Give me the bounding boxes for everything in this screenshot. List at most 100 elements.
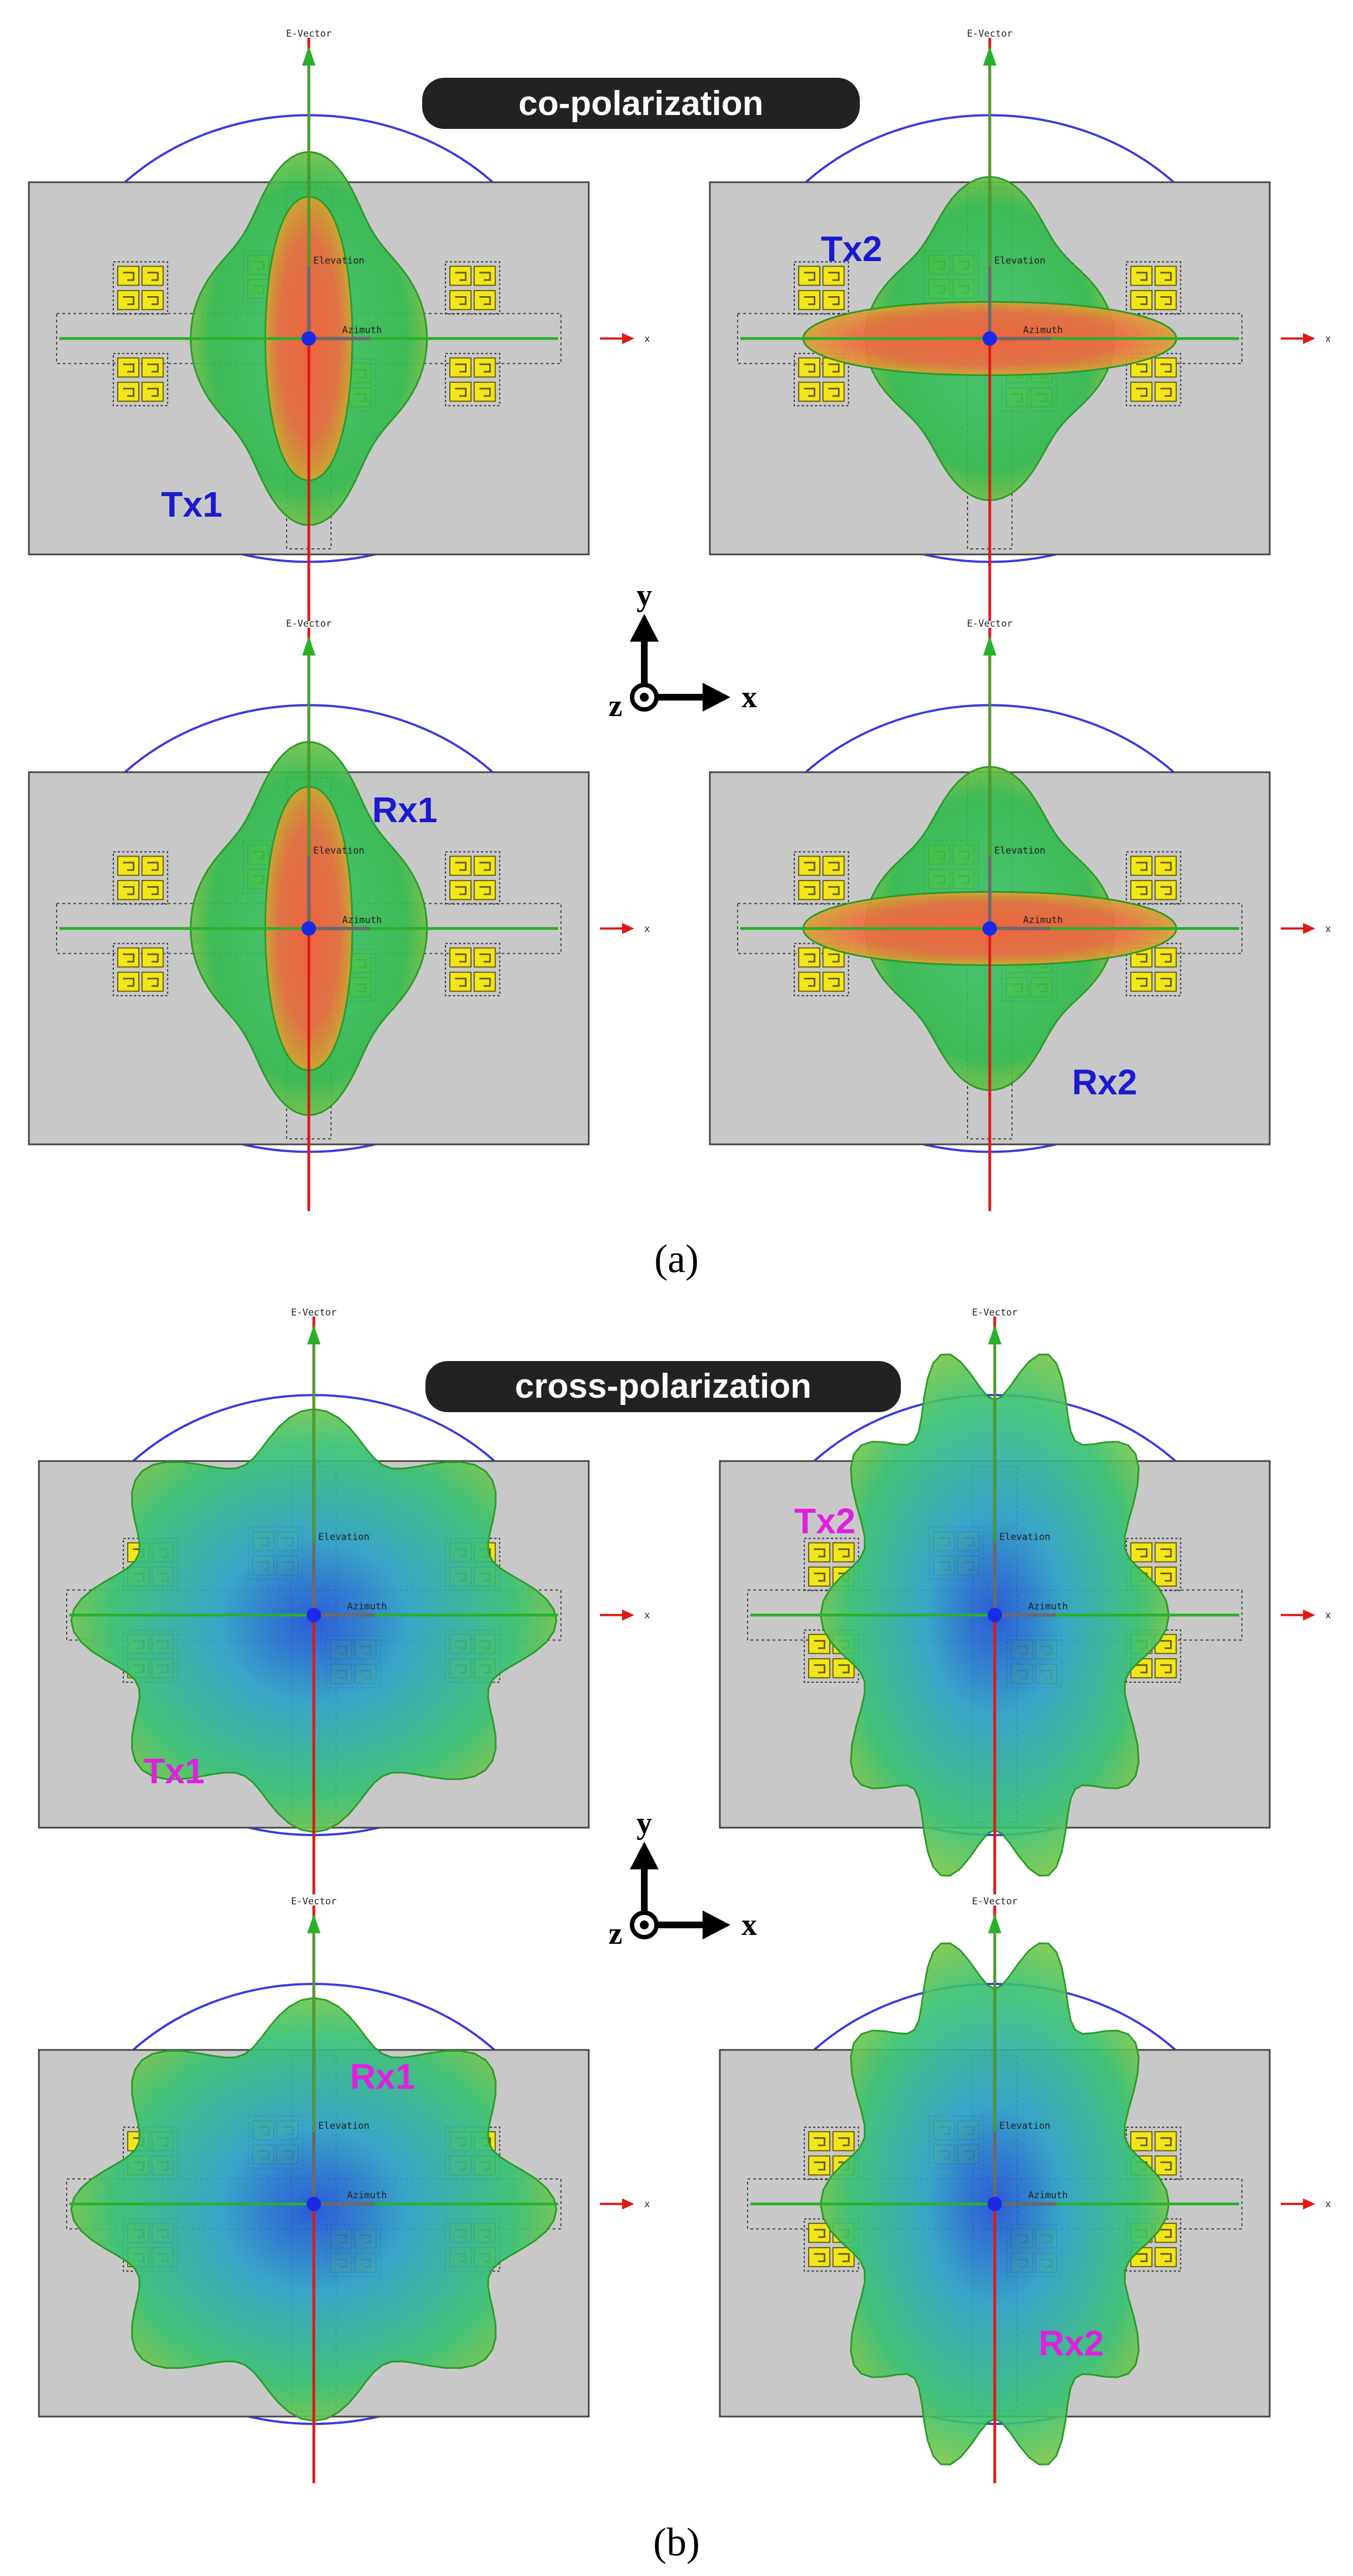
section-a: co-polarization E-VectorxElevationAzimut… — [28, 28, 1331, 1281]
e-vector-label: E-Vector — [967, 28, 1013, 39]
patch-slot — [479, 886, 491, 896]
patch-slot — [1136, 388, 1147, 397]
patch-slot — [838, 1548, 850, 1558]
patch-slot — [1160, 296, 1172, 306]
x-axis-arrowhead — [622, 1609, 634, 1621]
patch-slot — [1136, 886, 1147, 896]
antenna-patch — [808, 1634, 830, 1654]
antenna-patch — [449, 972, 472, 992]
antenna-patch — [1154, 290, 1177, 311]
azimuth-label: Azimuth — [342, 324, 382, 336]
patch-slot — [838, 1664, 850, 1674]
patch-outline — [1126, 851, 1181, 905]
antenna-patch — [832, 1542, 855, 1563]
antenna-patch — [832, 2131, 855, 2152]
antenna-patch — [473, 972, 496, 992]
antenna-patch — [117, 856, 139, 876]
antenna-patch — [822, 266, 845, 286]
antenna-patch — [1154, 856, 1177, 876]
panel-label: Rx1 — [372, 790, 437, 830]
patch-slot — [123, 886, 134, 896]
patch-slot — [828, 272, 840, 281]
patch-outline — [113, 943, 168, 997]
e-vector-arrowhead — [988, 1914, 1001, 1933]
antenna-patch — [449, 382, 472, 402]
patch-slot — [1136, 272, 1147, 281]
antenna-patch — [449, 880, 472, 901]
patch-slot — [1160, 1640, 1172, 1649]
patch-slot — [1160, 886, 1172, 896]
caption-a: (a) — [654, 1237, 699, 1281]
antenna-patch — [117, 382, 139, 402]
antenna-patch — [449, 947, 472, 968]
patch-slot — [1136, 953, 1147, 963]
patch-slot — [123, 272, 134, 281]
patch-slot — [804, 953, 815, 963]
patch-slot — [455, 272, 467, 281]
patch-outline — [445, 943, 500, 997]
axes-z-dot — [640, 693, 649, 702]
antenna-patch — [141, 880, 164, 901]
antenna-patch — [808, 2247, 830, 2268]
patch-slot — [1160, 363, 1172, 373]
patch-slot — [455, 978, 467, 987]
panel-label: Tx2 — [794, 1501, 855, 1541]
x-axis-label: x — [644, 1610, 650, 1621]
patch-slot — [804, 978, 815, 987]
antenna-patch — [1154, 266, 1177, 286]
x-axis-arrowhead — [1303, 923, 1315, 934]
e-vector-arrowhead — [302, 46, 315, 66]
axes-x-arrowhead — [703, 1910, 730, 1939]
patch-slot — [804, 388, 815, 397]
patch-slot — [455, 296, 467, 306]
patch-outline — [113, 353, 168, 407]
patch-slot — [455, 886, 467, 896]
x-axis-arrowhead — [1303, 333, 1315, 344]
antenna-patch — [1154, 1658, 1177, 1679]
patch-slot — [1160, 1548, 1172, 1558]
patch-slot — [804, 363, 815, 373]
x-axis-arrowhead — [1303, 1609, 1315, 1621]
e-vector-label: E-Vector — [291, 1896, 337, 1907]
patch-slot — [828, 886, 840, 896]
antenna-patch — [1130, 2131, 1152, 2152]
patch-slot — [147, 862, 159, 871]
antenna-patch — [117, 357, 139, 378]
antenna-patch — [473, 880, 496, 901]
patch-slot — [814, 1572, 825, 1582]
patch-slot — [147, 886, 159, 896]
panel-label: Rx1 — [350, 2057, 415, 2097]
antenna-patch — [141, 972, 164, 992]
origin-dot — [307, 1608, 321, 1623]
patch-slot — [1160, 978, 1172, 987]
azimuth-label: Azimuth — [347, 2190, 387, 2201]
antenna-patch — [473, 357, 496, 378]
x-axis-label: x — [644, 333, 650, 344]
patch-slot — [1136, 296, 1147, 306]
antenna-patch — [141, 357, 164, 378]
antenna-patch — [798, 856, 820, 876]
section-b-title: cross-polarization — [515, 1367, 811, 1405]
azimuth-label: Azimuth — [347, 1601, 387, 1612]
section-b: cross-polarization E-VectorxElevationAzi… — [38, 1307, 1331, 2564]
patch-slot — [814, 2253, 825, 2263]
patch-slot — [814, 2229, 825, 2238]
patch-slot — [147, 388, 159, 397]
axes-icon-a: yxz — [609, 578, 757, 723]
patch-slot — [828, 388, 840, 397]
patch-slot — [1136, 2253, 1147, 2263]
patch-slot — [1136, 2137, 1147, 2147]
patch-slot — [814, 1548, 825, 1558]
patch-slot — [123, 953, 134, 963]
patch-slot — [479, 978, 491, 987]
patch-slot — [479, 296, 491, 306]
antenna-patch — [1154, 880, 1177, 901]
e-vector-arrowhead — [307, 1914, 320, 1933]
patch-slot — [123, 296, 134, 306]
antenna-patch — [808, 1566, 830, 1587]
